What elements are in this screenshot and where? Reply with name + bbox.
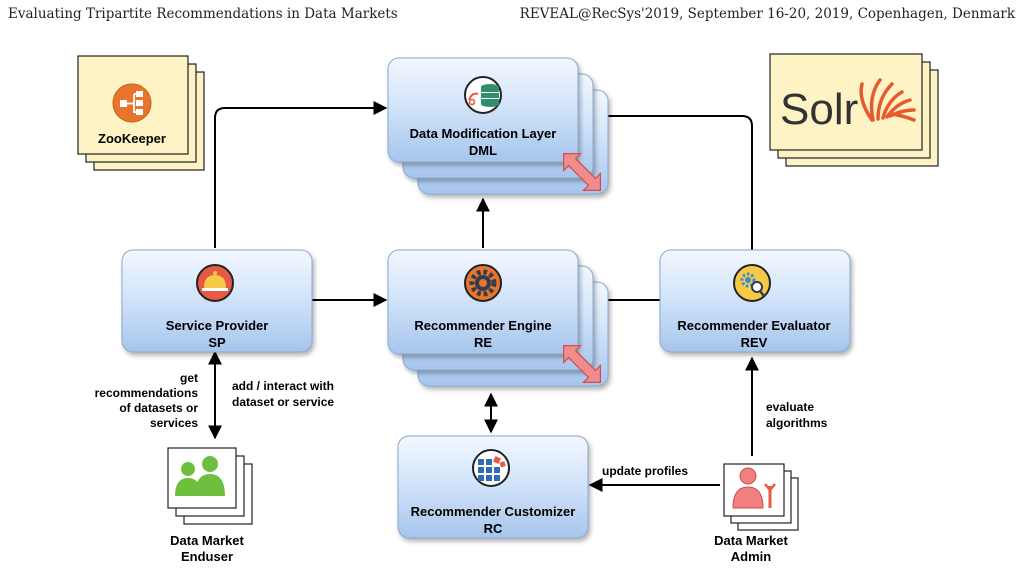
page-header-right: REVEAL@RecSys'2019, September 16-20, 201… <box>519 6 1015 22</box>
scale-arrow-icon <box>563 345 601 383</box>
node-rev: Recommender Evaluator REV <box>659 249 851 353</box>
node-rc: Recommender Customizer RC <box>397 435 589 539</box>
re-abbr: RE <box>474 335 492 350</box>
re-label: Recommender Engine <box>414 318 551 333</box>
edge-sp-to-dml <box>214 101 388 248</box>
gear-icon <box>464 264 502 302</box>
dml-label: Data Modification Layer <box>410 126 557 141</box>
solr-logo: Solr <box>769 53 939 167</box>
rev-label: Recommender Evaluator <box>677 318 830 333</box>
edge-label-line: add / interact with <box>232 379 334 393</box>
edge-label-line: of datasets or <box>119 401 198 415</box>
zookeeper-label: ZooKeeper <box>98 131 166 146</box>
solr-wordmark: Solr <box>780 85 858 134</box>
dml-abbr: DML <box>469 143 497 158</box>
sun-rays-icon <box>859 78 916 122</box>
node-dml: Data Modification Layer DML <box>387 57 609 195</box>
edge-rev-to-dml <box>582 109 753 250</box>
zookeeper-logo: ZooKeeper <box>77 55 205 171</box>
enduser-label-1: Data Market <box>170 533 244 548</box>
scale-arrow-icon <box>563 153 601 191</box>
node-re: Recommender Engine RE <box>387 249 609 387</box>
rc-label: Recommender Customizer <box>411 504 576 519</box>
rc-abbr: RC <box>484 521 503 536</box>
admin-label-1: Data Market <box>714 533 788 548</box>
edge-label-evaluate: evaluate algorithms <box>766 400 828 430</box>
admin-user-icon <box>732 467 764 509</box>
edge-label-line: recommendations <box>95 386 199 400</box>
edge-label-add-interact: add / interact with dataset or service <box>232 379 334 409</box>
enduser-actor: Data Market Enduser <box>167 447 253 564</box>
edge-label-update-profiles: update profiles <box>602 464 688 478</box>
page-header-left: Evaluating Tripartite Recommendations in… <box>8 6 398 22</box>
edge-label-line: get <box>180 371 198 385</box>
sp-label: Service Provider <box>166 318 269 333</box>
service-bell-icon <box>196 264 234 302</box>
database-icon <box>464 76 502 114</box>
edge-label-line: dataset or service <box>232 395 334 409</box>
hierarchy-icon <box>112 83 152 123</box>
edge-label-line: services <box>150 416 198 430</box>
admin-actor: Data Market Admin <box>714 463 799 564</box>
blocks-icon <box>472 449 510 487</box>
admin-label-2: Admin <box>731 549 772 564</box>
enduser-label-2: Enduser <box>181 549 233 564</box>
node-sp: Service Provider SP <box>121 249 313 353</box>
edges <box>208 101 759 492</box>
users-icon <box>175 456 225 496</box>
sp-abbr: SP <box>208 335 226 350</box>
edge-label-get-recommendations: get recommendations of datasets or servi… <box>95 371 199 430</box>
edge-label-line: evaluate <box>766 400 814 414</box>
gear-search-icon <box>733 264 771 302</box>
rev-abbr: REV <box>741 335 768 350</box>
edge-label-line: algorithms <box>766 416 828 430</box>
wrench-icon <box>764 483 776 508</box>
